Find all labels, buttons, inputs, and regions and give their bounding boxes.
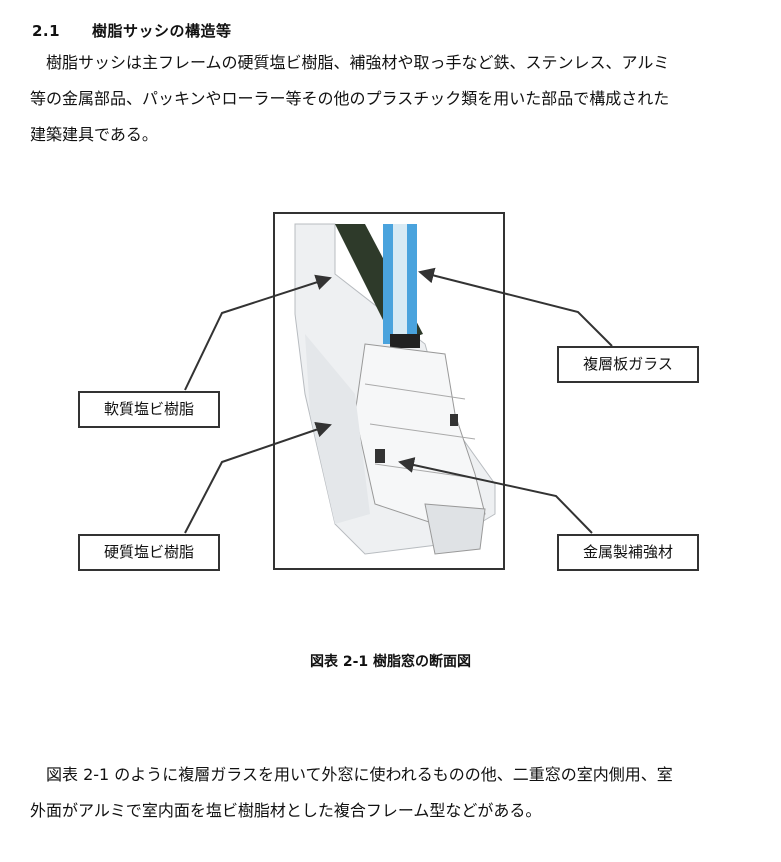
closing-paragraph: 図表 2-1 のように複層ガラスを用いて外窓に使われるものの他、二重窓の室内側用… bbox=[30, 757, 760, 829]
figure-caption: 図表 2-1 樹脂窓の断面図 bbox=[309, 654, 472, 670]
leader-lines bbox=[184, 267, 613, 534]
section-heading: 2.1 樹脂サッシの構造等 bbox=[32, 20, 232, 41]
paragraph-line: 図表 2-1 のように複層ガラスを用いて外窓に使われるものの他、二重窓の室内側用… bbox=[30, 765, 673, 784]
paragraph-line: 樹脂サッシは主フレームの硬質塩ビ樹脂、補強材や取っ手など鉄、ステンレス、アルミ bbox=[30, 53, 670, 72]
label-double-glass: 複層板ガラス bbox=[557, 346, 699, 383]
intro-paragraph: 樹脂サッシは主フレームの硬質塩ビ樹脂、補強材や取っ手など鉄、ステンレス、アルミ … bbox=[30, 45, 760, 153]
label-hard-pvc: 硬質塩ビ樹脂 bbox=[78, 534, 220, 571]
section-number: 2.1 bbox=[32, 22, 61, 40]
paragraph-line: 外面がアルミで室内面を塩ビ樹脂材とした複合フレーム型などがある。 bbox=[30, 801, 542, 820]
paragraph-line: 建築建具である。 bbox=[30, 125, 158, 144]
section-title: 樹脂サッシの構造等 bbox=[92, 22, 232, 40]
paragraph-line: 等の金属部品、パッキンやローラー等その他のプラスチック類を用いた部品で構成された bbox=[30, 89, 670, 108]
label-soft-pvc: 軟質塩ビ樹脂 bbox=[78, 391, 220, 428]
label-metal-reinforcement: 金属製補強材 bbox=[557, 534, 699, 571]
